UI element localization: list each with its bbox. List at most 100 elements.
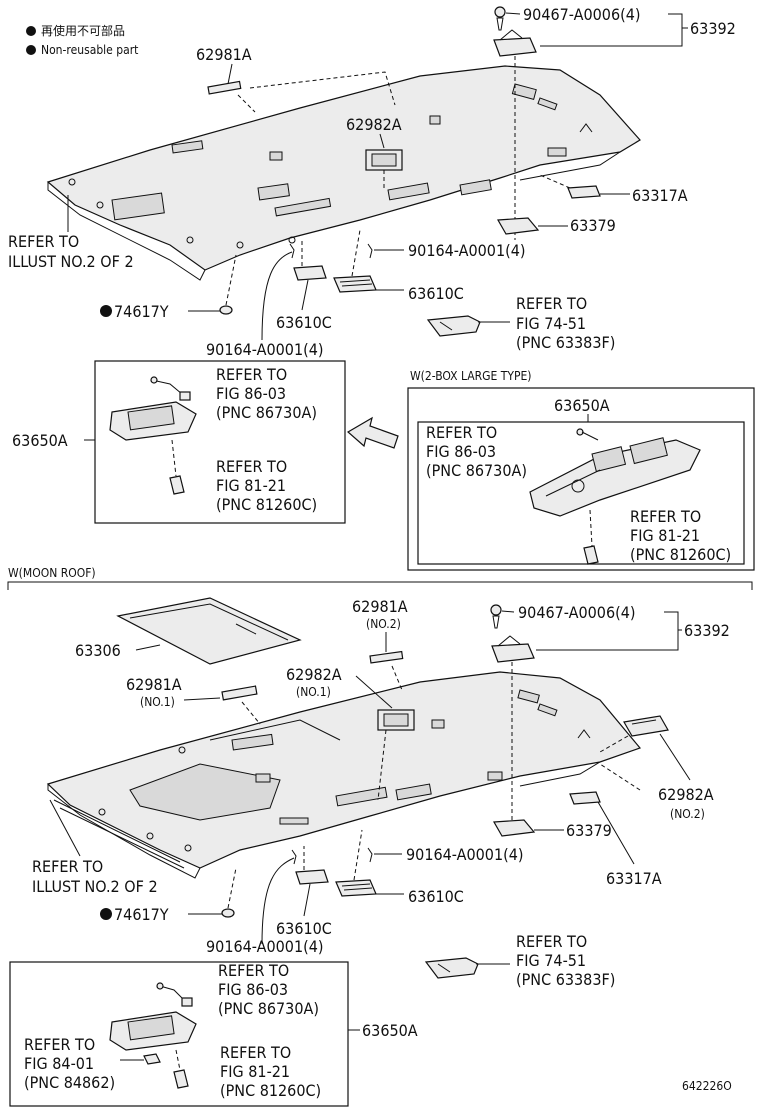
- ref-74-51-moon-line3: (PNC 63383F): [516, 970, 615, 989]
- inset-left: 63650A REFER TO FIG 86-03 (PNC 86730A) R…: [12, 360, 346, 524]
- label-74617Y: 74617Y: [114, 302, 169, 321]
- legend: 再使用不可部品 Non-reusable part: [26, 23, 138, 57]
- part-63610C-lamp-left: [293, 265, 327, 281]
- label-63379: 63379: [570, 216, 616, 235]
- non-reusable-marker-icon: [100, 908, 112, 920]
- part-74617Y-clip: [219, 305, 233, 315]
- label-62981A: 62981A: [196, 45, 252, 64]
- ref-86-03-right-line2: FIG 86-03: [426, 442, 496, 461]
- label-no1-b: (NO.1): [140, 695, 175, 709]
- label-90164-right-moon: 90164-A0001(4): [406, 845, 523, 864]
- bulb-81260C-icon: [169, 475, 185, 495]
- connector-84862-icon: [143, 1053, 161, 1065]
- label-90164-right: 90164-A0001(4): [408, 241, 525, 260]
- ref-74-51-moon-line1: REFER TO: [516, 932, 587, 951]
- ref-84-01-line3: (PNC 84862): [24, 1073, 115, 1092]
- label-63379-moon: 63379: [566, 821, 612, 840]
- inset-right-title: W(2-BOX LARGE TYPE): [410, 369, 531, 383]
- part-63317A-bracket-moon: [569, 791, 601, 805]
- ref-74-51-line3: (PNC 63383F): [516, 333, 615, 352]
- label-63610C-right-moon: 63610C: [408, 887, 464, 906]
- part-90467-clip: [494, 6, 506, 18]
- ref-74-51-line2: FIG 74-51: [516, 314, 586, 333]
- label-63610C-left: 63610C: [276, 313, 332, 332]
- ref-81-21-bottom-line2: FIG 81-21: [220, 1062, 290, 1081]
- label-74617Y-moon: 74617Y: [114, 905, 169, 924]
- ref-81-21-right-line3: (PNC 81260C): [630, 545, 731, 564]
- ref-84-01-line1: REFER TO: [24, 1035, 95, 1054]
- label-63306: 63306: [75, 641, 121, 660]
- ref-81-21-right-line2: FIG 81-21: [630, 526, 700, 545]
- roof-headlining-panel: [46, 65, 641, 271]
- part-63650A-console-large: [529, 439, 701, 517]
- ref-81-21-bottom-line3: (PNC 81260C): [220, 1081, 321, 1100]
- ref-74-51-moon-line2: FIG 74-51: [516, 951, 586, 970]
- ref-81-21-left-line2: FIG 81-21: [216, 476, 286, 495]
- inset-right: W(2-BOX LARGE TYPE) 63650A REFER TO FIG …: [407, 369, 755, 571]
- legend-text-en: Non-reusable part: [41, 43, 138, 57]
- label-62982A-no1: 62982A: [286, 665, 342, 684]
- refer-illust-moon-line2: ILLUST NO.2 OF 2: [32, 877, 158, 896]
- arrow-left-icon: [346, 416, 399, 449]
- label-63392-moon: 63392: [684, 621, 730, 640]
- label-90164-left-moon: 90164-A0001(4): [206, 937, 323, 956]
- label-90467-moon: 90467-A0006(4): [518, 603, 635, 622]
- ref-81-21-right-line1: REFER TO: [630, 507, 701, 526]
- part-90467-clip-moon: [490, 604, 502, 616]
- part-74617Y-clip-moon: [221, 908, 235, 918]
- legend-text-jp: 再使用不可部品: [41, 23, 125, 38]
- part-62982A-no2: [623, 715, 669, 737]
- label-62981A-no2: 62981A: [352, 597, 408, 616]
- connector-86730A-icon: [151, 379, 183, 395]
- ref-86-03-bottom-line3: (PNC 86730A): [218, 999, 319, 1018]
- part-63383F-console: [426, 315, 481, 337]
- label-63650A-left: 63650A: [12, 431, 68, 450]
- bulb-81260C-icon: [583, 545, 599, 565]
- label-90164-left: 90164-A0001(4): [206, 340, 323, 359]
- refer-illust-moon-line1: REFER TO: [32, 857, 103, 876]
- label-62981A-no1: 62981A: [126, 675, 182, 694]
- label-no2-a: (NO.2): [366, 617, 401, 631]
- label-63610C-left-moon: 63610C: [276, 919, 332, 938]
- part-63392-holder: [493, 37, 537, 57]
- label-63392: 63392: [690, 19, 736, 38]
- bulb-81260C-icon: [173, 1069, 189, 1089]
- part-63379-pad-moon: [493, 819, 536, 837]
- non-reusable-marker-icon: [26, 45, 36, 55]
- ref-86-03-bottom-line2: FIG 86-03: [218, 980, 288, 999]
- ref-86-03-left-line3: (PNC 86730A): [216, 403, 317, 422]
- ref-86-03-bottom-line1: REFER TO: [218, 961, 289, 980]
- label-62982A: 62982A: [346, 115, 402, 134]
- ref-74-51-line1: REFER TO: [516, 294, 587, 313]
- part-63610C-lamp-left-moon: [295, 869, 329, 885]
- headliner-top: [46, 65, 641, 281]
- non-reusable-marker-icon: [100, 305, 112, 317]
- refer-illust-line1: REFER TO: [8, 232, 79, 251]
- ref-81-21-left-line1: REFER TO: [216, 457, 287, 476]
- drawing-number: 642226O: [682, 1079, 732, 1093]
- part-62981A-no1: [221, 685, 258, 701]
- label-no2-b: (NO.2): [670, 807, 705, 821]
- label-63317A-moon: 63317A: [606, 869, 662, 888]
- label-no1-a: (NO.1): [296, 685, 331, 699]
- label-62982A-no2: 62982A: [658, 785, 714, 804]
- label-63650A-bottom: 63650A: [362, 1021, 418, 1040]
- connector-86730A-icon: [159, 985, 185, 1001]
- part-62981A-visor-holder: [207, 80, 242, 95]
- label-63650A-right: 63650A: [554, 396, 610, 415]
- ref-81-21-left-line3: (PNC 81260C): [216, 495, 317, 514]
- roof-headlining-panel-moon: [46, 671, 642, 869]
- ref-86-03-right-line1: REFER TO: [426, 423, 497, 442]
- label-63317A: 63317A: [632, 186, 688, 205]
- ref-86-03-left-line1: REFER TO: [216, 365, 287, 384]
- label-63610C-right: 63610C: [408, 284, 464, 303]
- part-63379-pad: [497, 217, 540, 235]
- inset-bottom: 63650A REFER TO FIG 86-03 (PNC 86730A) R…: [9, 961, 418, 1107]
- refer-illust-line2: ILLUST NO.2 OF 2: [8, 252, 134, 271]
- ref-81-21-bottom-line1: REFER TO: [220, 1043, 291, 1062]
- part-63317A-bracket: [567, 185, 601, 199]
- part-62981A-no2: [369, 650, 404, 664]
- label-90467: 90467-A0006(4): [523, 5, 640, 24]
- headliner-moon: [46, 671, 642, 879]
